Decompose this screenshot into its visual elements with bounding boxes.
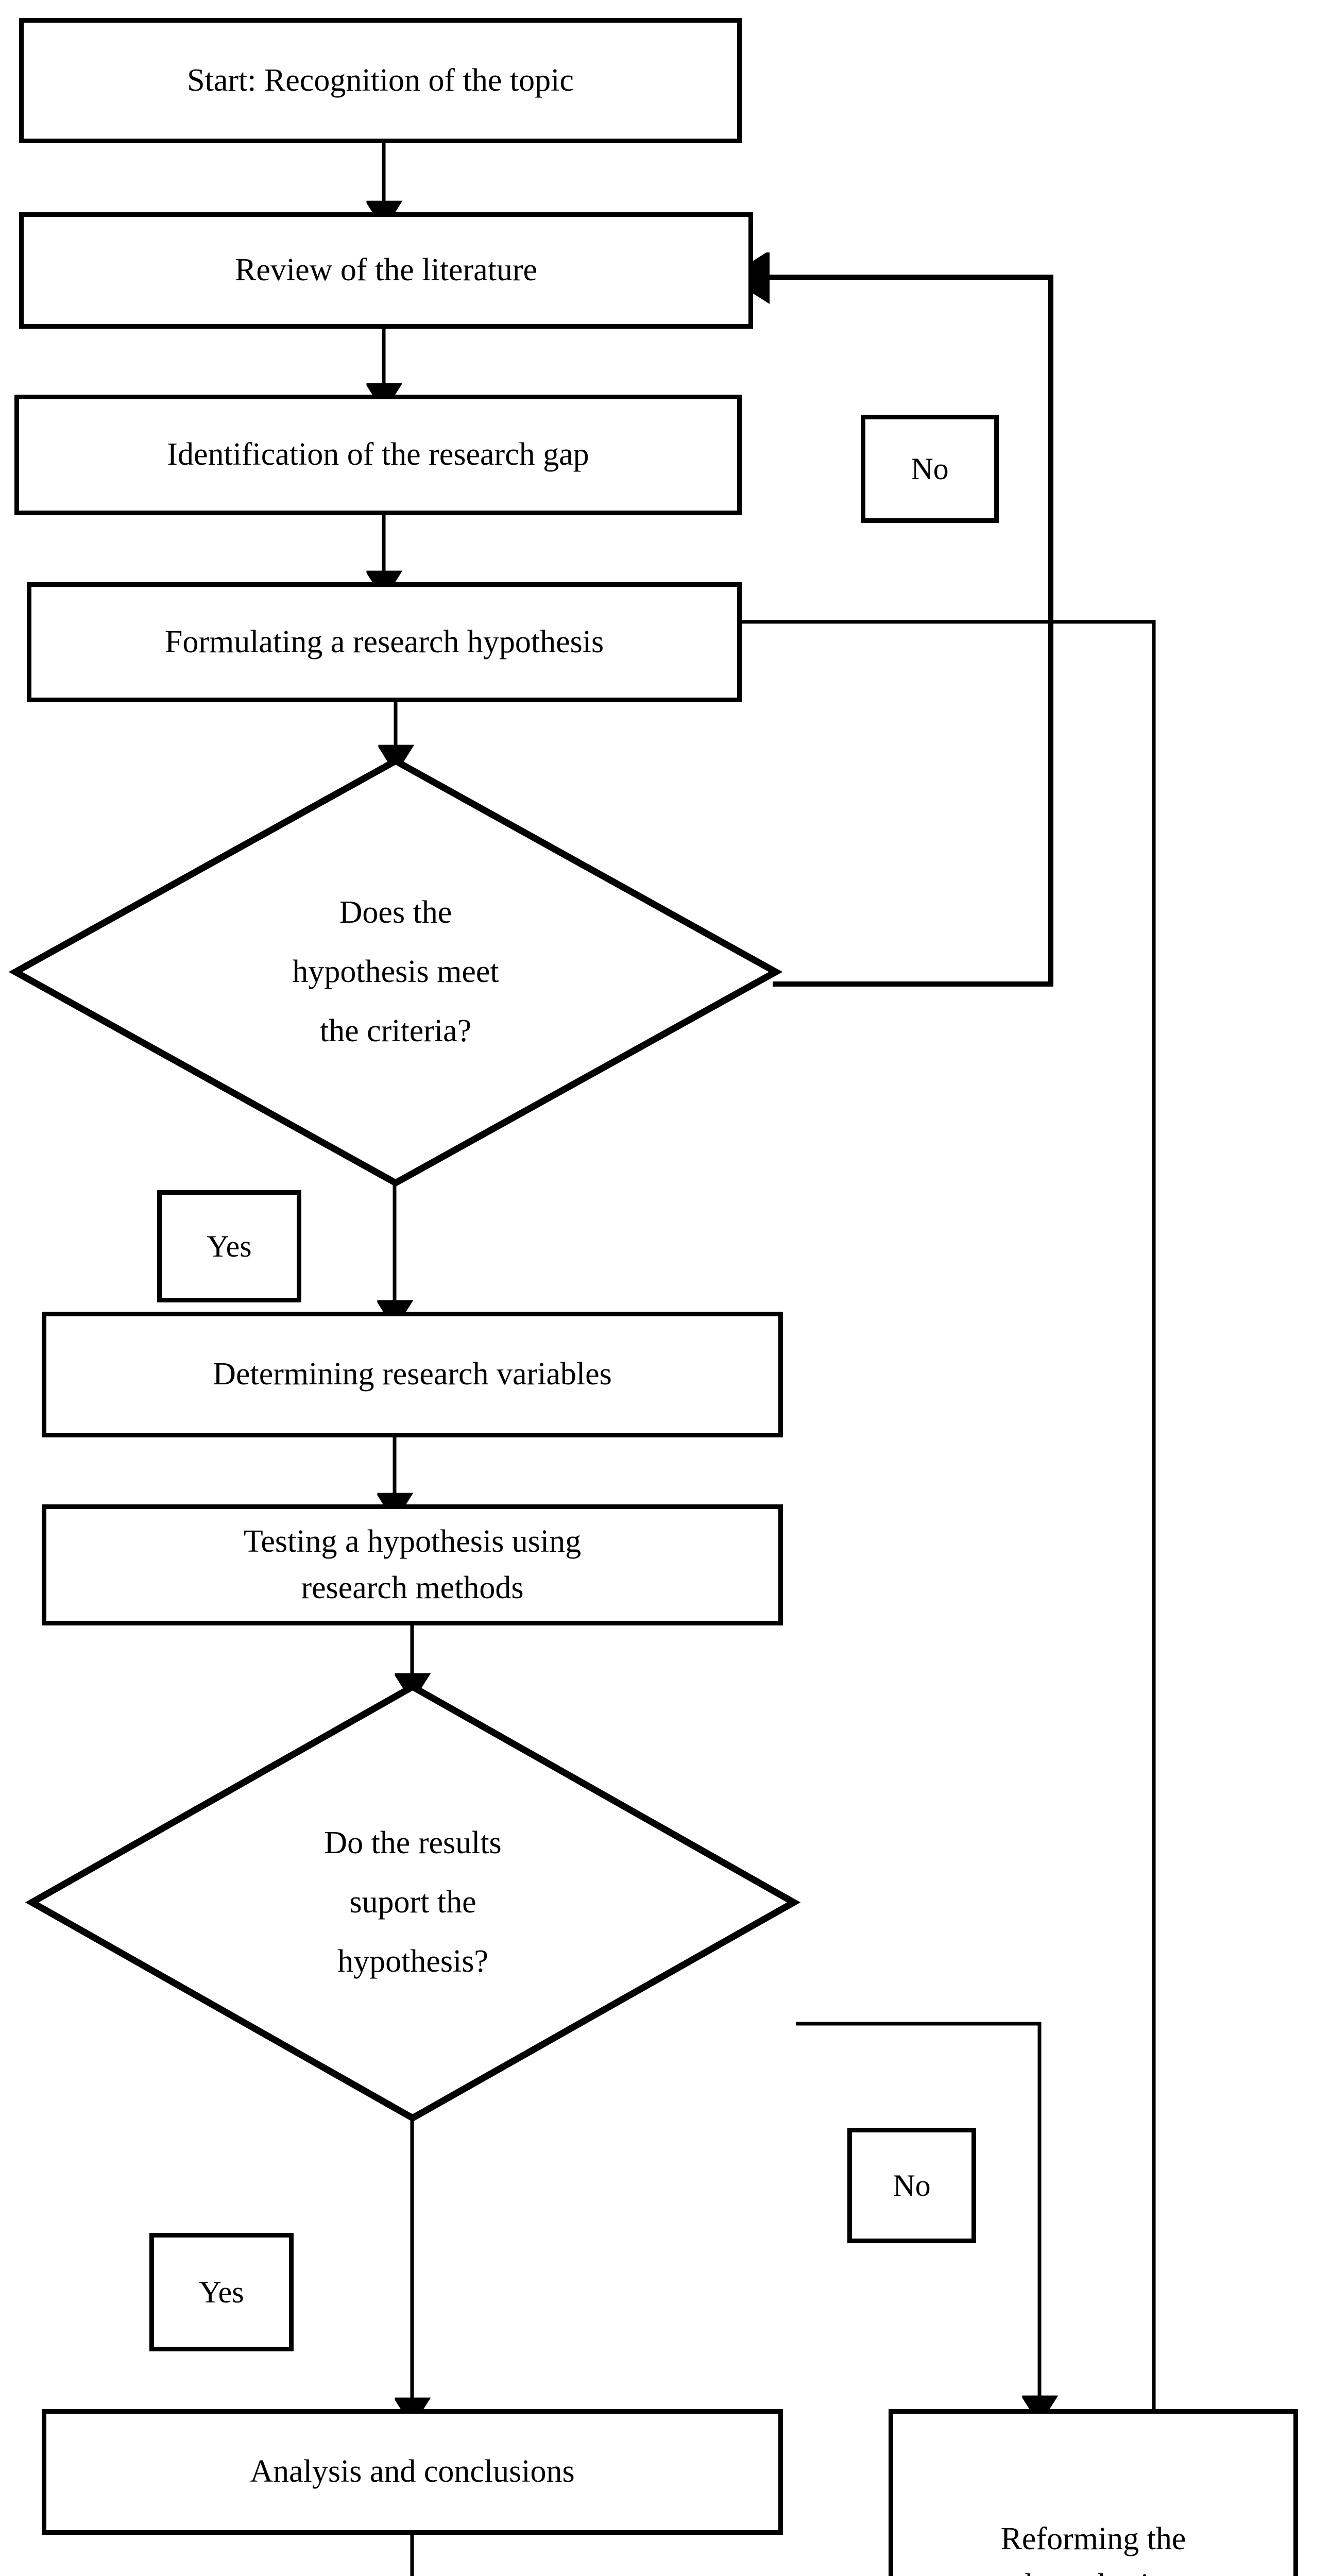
edge-decision2-no-to-reform xyxy=(796,2022,1039,2407)
node-formulate-label: Formulating a research hypothesis xyxy=(164,624,604,659)
node-reform-line2: hypothesis xyxy=(1025,2563,1162,2576)
edge-label-no-bottom-text: No xyxy=(893,2168,931,2202)
node-start-label: Start: Recognition of the topic xyxy=(187,62,574,98)
edge-label-no-top: No xyxy=(861,415,999,523)
node-variables-label: Determining research variables xyxy=(213,1357,612,1392)
node-decision-hypothesis-criteria: Does the hypothesis meet the criteria? xyxy=(8,757,783,1187)
node-start: Start: Recognition of the topic xyxy=(19,18,742,143)
edge-label-no-bottom: No xyxy=(847,2128,976,2243)
node-determining-variables: Determining research variables xyxy=(42,1312,783,1437)
node-testing-line1: Testing a hypothesis using xyxy=(243,1523,582,1559)
node-analysis-label: Analysis and conclusions xyxy=(250,2454,575,2489)
edge-label-no-top-text: No xyxy=(911,451,949,486)
edge-label-yes-top-text: Yes xyxy=(207,1229,252,1263)
node-reforming-hypothesis: Reforming the hypothesis xyxy=(889,2409,1298,2576)
node-testing-hypothesis: Testing a hypothesis using research meth… xyxy=(42,1504,783,1625)
node-research-gap: Identification of the research gap xyxy=(14,395,742,515)
node-review-label: Review of the literature xyxy=(234,252,538,288)
node-formulate-hypothesis: Formulating a research hypothesis xyxy=(27,582,742,702)
decision2-shape xyxy=(25,1683,801,2122)
node-decision-results-support: Do the results suport the hypothesis? xyxy=(25,1683,801,2122)
decision1-shape xyxy=(8,757,783,1187)
edge-label-yes-bottom: Yes xyxy=(149,2233,294,2351)
node-reform-line1: Reforming the xyxy=(1000,2521,1186,2556)
node-testing-line2: research methods xyxy=(301,1570,524,1605)
edge-label-yes-top: Yes xyxy=(157,1190,301,1302)
edge-decision1-no-to-review xyxy=(753,277,1053,987)
edge-label-yes-bottom-text: Yes xyxy=(199,2275,244,2309)
edge-formulate-to-reform-rail xyxy=(742,620,1156,2409)
node-gap-label: Identification of the research gap xyxy=(167,437,589,472)
node-review-of-literature: Review of the literature xyxy=(19,212,753,329)
node-analysis-conclusions: Analysis and conclusions xyxy=(42,2409,783,2535)
